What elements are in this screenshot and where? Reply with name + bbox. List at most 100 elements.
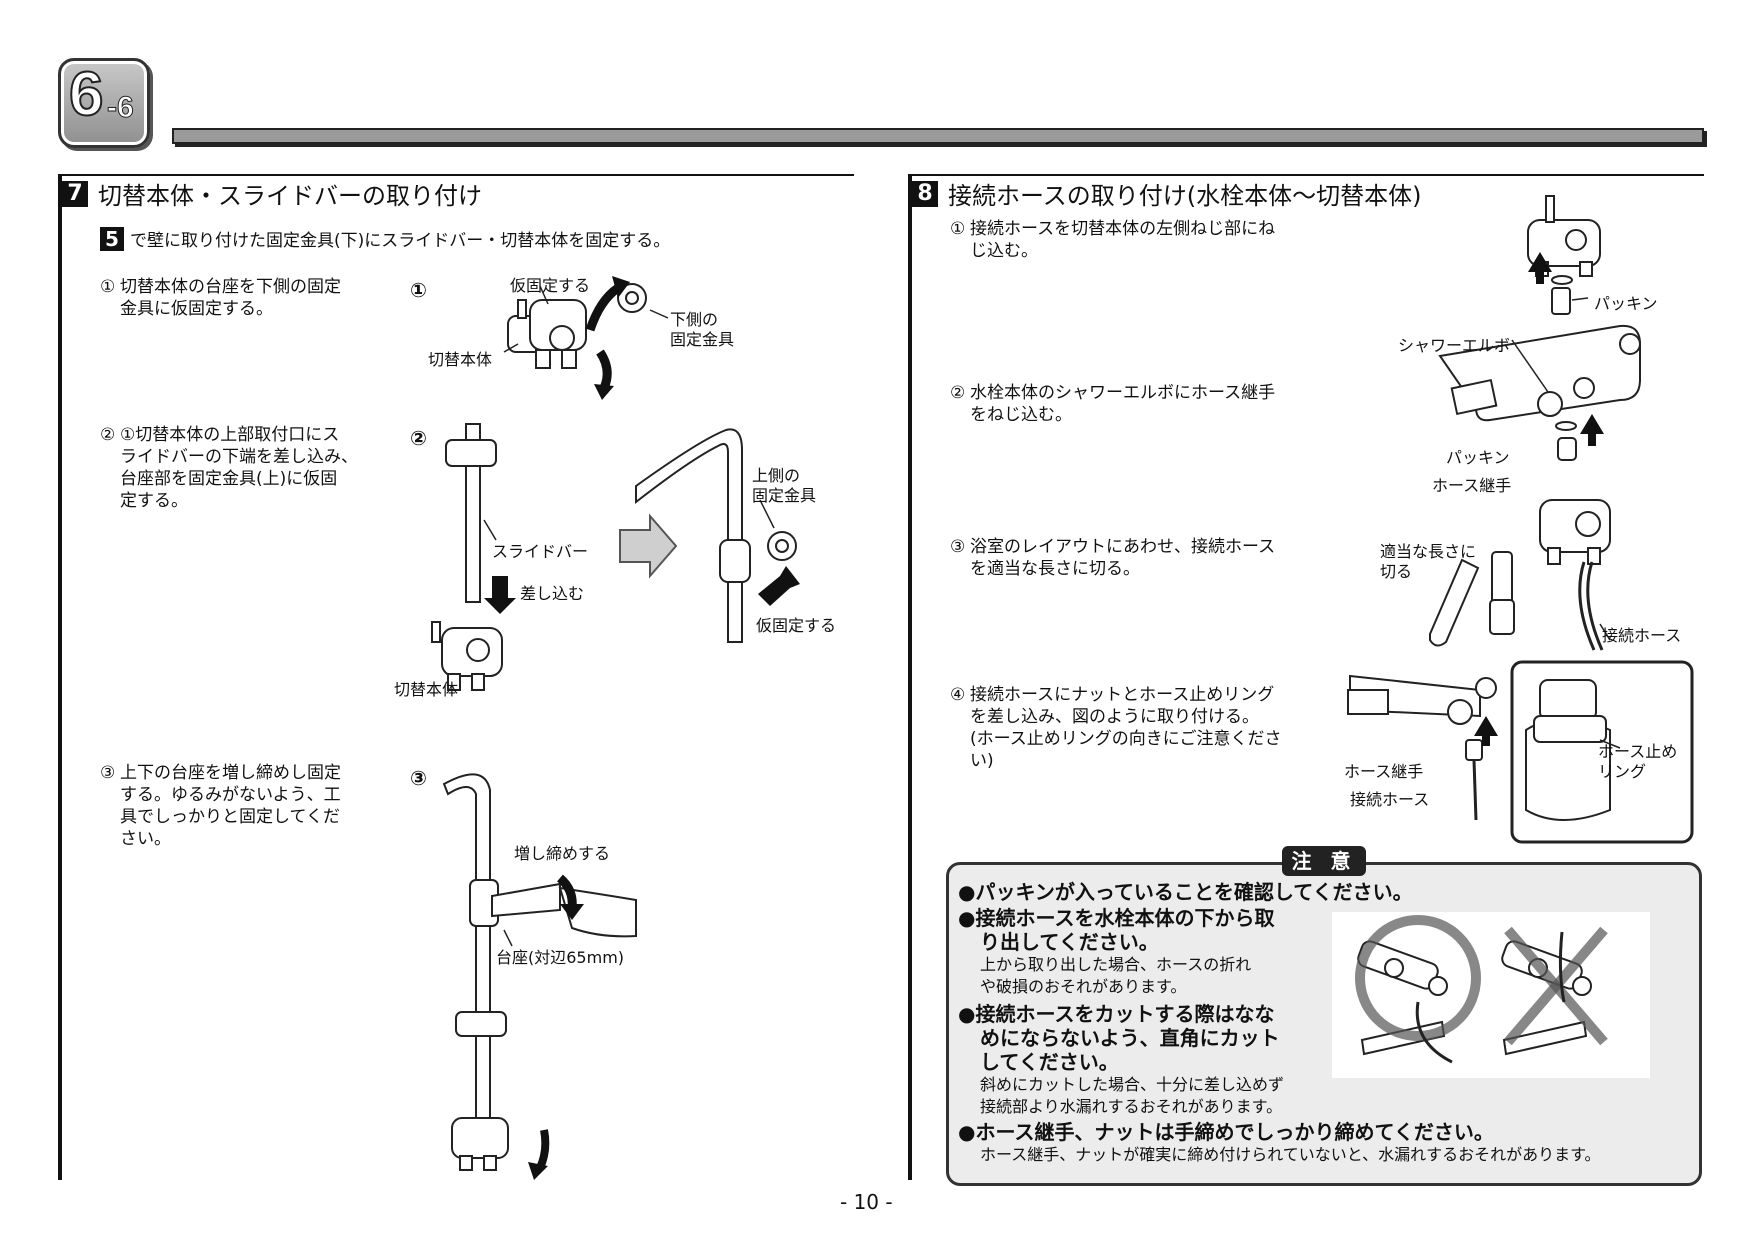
s8-label-connection-hose: 接続ホース: [1602, 626, 1682, 645]
step-line: を適当な長さに切る。: [970, 559, 1140, 579]
section8-top-line: [912, 174, 1704, 176]
s8-label-cut-1: 適当な長さに: [1380, 542, 1477, 561]
step-line: ①切替本体の上部取付口にス: [120, 425, 340, 445]
step-line: 金具に仮固定する。: [120, 299, 273, 319]
step-marker: ③: [950, 537, 966, 557]
s8-label-shower-elbow: シャワーエルボ: [1398, 336, 1511, 355]
section8-left-border: [908, 174, 912, 1180]
caution-bold-line: り出してください。: [980, 930, 1159, 954]
caution-item-4: ●ホース継手、ナットは手締めでしっかり締めてください。 ホース継手、ナットが確実…: [958, 1120, 1688, 1166]
badge-main: 6: [68, 59, 105, 130]
caution-normal-line: 斜めにカットした場合、十分に差し込めず: [980, 1075, 1285, 1094]
section7-left-border: [58, 174, 62, 1180]
step-marker: ④: [950, 685, 966, 705]
page-number: - 10 -: [840, 1190, 893, 1214]
step-marker: ①: [950, 219, 966, 239]
caution-tag: 注 意: [1282, 846, 1366, 876]
step-marker: ②: [950, 383, 966, 403]
step-line: 水栓本体のシャワーエルボにホース継手: [970, 383, 1276, 403]
section8-title-text: 接続ホースの取り付け(水栓本体～切替本体): [948, 182, 1422, 210]
step-line: い): [970, 751, 994, 771]
caution-bold-line: ●接続ホースを水栓本体の下から取: [958, 906, 1275, 930]
step-line: する。ゆるみがないよう、工: [120, 785, 341, 805]
fig2-label-upper-bracket-1: 上側の: [752, 466, 801, 485]
header-rule: [172, 128, 1704, 144]
step-line: 具でしっかりと固定してくだ: [120, 807, 340, 827]
step-marker: ①: [100, 277, 116, 297]
s8-label-packing-2: パッキン: [1446, 448, 1510, 467]
fig2-label-insert: 差し込む: [520, 584, 585, 603]
step-line: をねじ込む。: [970, 405, 1072, 425]
caution-bold-line: してください。: [980, 1050, 1119, 1074]
fig2-label-upper-bracket-2: 固定金具: [752, 486, 817, 505]
fig3-label-tighten: 増し締めする: [514, 844, 611, 863]
caution-normal-line: ホース継手、ナットが確実に締め付けられていないと、水漏れするおそれがあります。: [980, 1145, 1601, 1164]
section8-title: 8 接続ホースの取り付け(水栓本体～切替本体): [912, 176, 1422, 211]
fig2-label-switch-body: 切替本体: [394, 680, 459, 699]
fig2-label-temp-fix: 仮固定する: [756, 616, 837, 635]
caution-bold-line: ●接続ホースをカットする際はなな: [958, 1002, 1275, 1026]
ref-step-number: 5: [100, 226, 124, 251]
step-line: 浴室のレイアウトにあわせ、接続ホース: [970, 537, 1276, 557]
fig1-label-lower-bracket-2: 固定金具: [670, 330, 735, 349]
fig1-label-temp-fix: 仮固定する: [510, 276, 591, 295]
step-line: 切替本体の台座を下側の固定: [120, 277, 341, 297]
section7-top-line: [62, 174, 854, 176]
fig3-label-base: 台座(対辺65mm): [496, 948, 625, 967]
caution-item-1: ●パッキンが入っていることを確認してください。: [958, 880, 1678, 904]
section7-number: 7: [62, 180, 88, 207]
caution-bold-line: ●ホース継手、ナットは手締めでしっかり締めてください。: [958, 1120, 1494, 1144]
s8-label-packing-1: パッキン: [1594, 294, 1658, 313]
s8-label-ring-1: ホース止め: [1598, 742, 1678, 761]
step-marker: ②: [100, 425, 116, 445]
fig1-label-switch-body: 切替本体: [428, 350, 493, 369]
s8-label-cut-2: 切る: [1380, 562, 1413, 581]
fig1-circle-label: ①: [410, 278, 427, 302]
step-line: じ込む。: [970, 241, 1038, 261]
section8-number: 8: [912, 180, 938, 207]
section7-title-text: 切替本体・スライドバーの取り付け: [98, 182, 482, 210]
caution-normal-line: 接続部より水漏れするおそれがあります。: [980, 1097, 1283, 1116]
caution-normal-line: や破損のおそれがあります。: [980, 977, 1187, 996]
fig2-label-slide-bar: スライドバー: [492, 542, 589, 561]
caution-bold-line: めにならないよう、直角にカット: [980, 1026, 1280, 1050]
section-badge: 6 -6: [58, 58, 150, 148]
section7-title: 7 切替本体・スライドバーの取り付け: [62, 176, 482, 211]
step-line: 台座部を固定金具(上)に仮固: [120, 469, 338, 489]
step-marker: ③: [100, 763, 116, 783]
step-line: 接続ホースにナットとホース止めリング: [970, 685, 1275, 705]
s8-label-hose-joint: ホース継手: [1432, 476, 1512, 495]
s8-label-ring-2: リング: [1598, 762, 1647, 781]
s8-label-hose-joint-2: ホース継手: [1344, 762, 1424, 781]
step-line: 上下の台座を増し締めし固定: [120, 763, 341, 783]
ref-text: で壁に取り付けた固定金具(下)にスライドバー・切替本体を固定する。: [130, 231, 671, 251]
caution-illustration-panel: [1332, 912, 1650, 1078]
caution-item-2: ●接続ホースを水栓本体の下から取 り出してください。 上から取り出した場合、ホー…: [958, 906, 1328, 998]
step-line: 接続ホースを切替本体の左側ねじ部にね: [970, 219, 1276, 239]
fig3-circle-label: ③: [410, 766, 427, 790]
caution-item-3: ●接続ホースをカットする際はなな めにならないよう、直角にカット してください。…: [958, 1002, 1328, 1118]
step-line: ライドバーの下端を差し込み、: [120, 447, 358, 467]
caution-normal-line: 上から取り出した場合、ホースの折れ: [980, 955, 1252, 974]
caution-bold-line: ●パッキンが入っていることを確認してください。: [958, 880, 1413, 904]
step-line: 定する。: [120, 491, 188, 511]
step-line: (ホース止めリングの向きにご注意くださ: [970, 729, 1282, 749]
fig1-label-lower-bracket-1: 下側の: [670, 310, 719, 329]
fig2-circle-label: ②: [410, 426, 427, 450]
step-line: さい。: [120, 829, 171, 849]
section7-reference: 5 で壁に取り付けた固定金具(下)にスライドバー・切替本体を固定する。: [100, 226, 670, 251]
caution-illustration: [1355, 915, 1608, 1064]
step-line: を差し込み、図のように取り付ける。: [970, 707, 1259, 727]
s8-label-connection-hose-2: 接続ホース: [1350, 790, 1430, 809]
